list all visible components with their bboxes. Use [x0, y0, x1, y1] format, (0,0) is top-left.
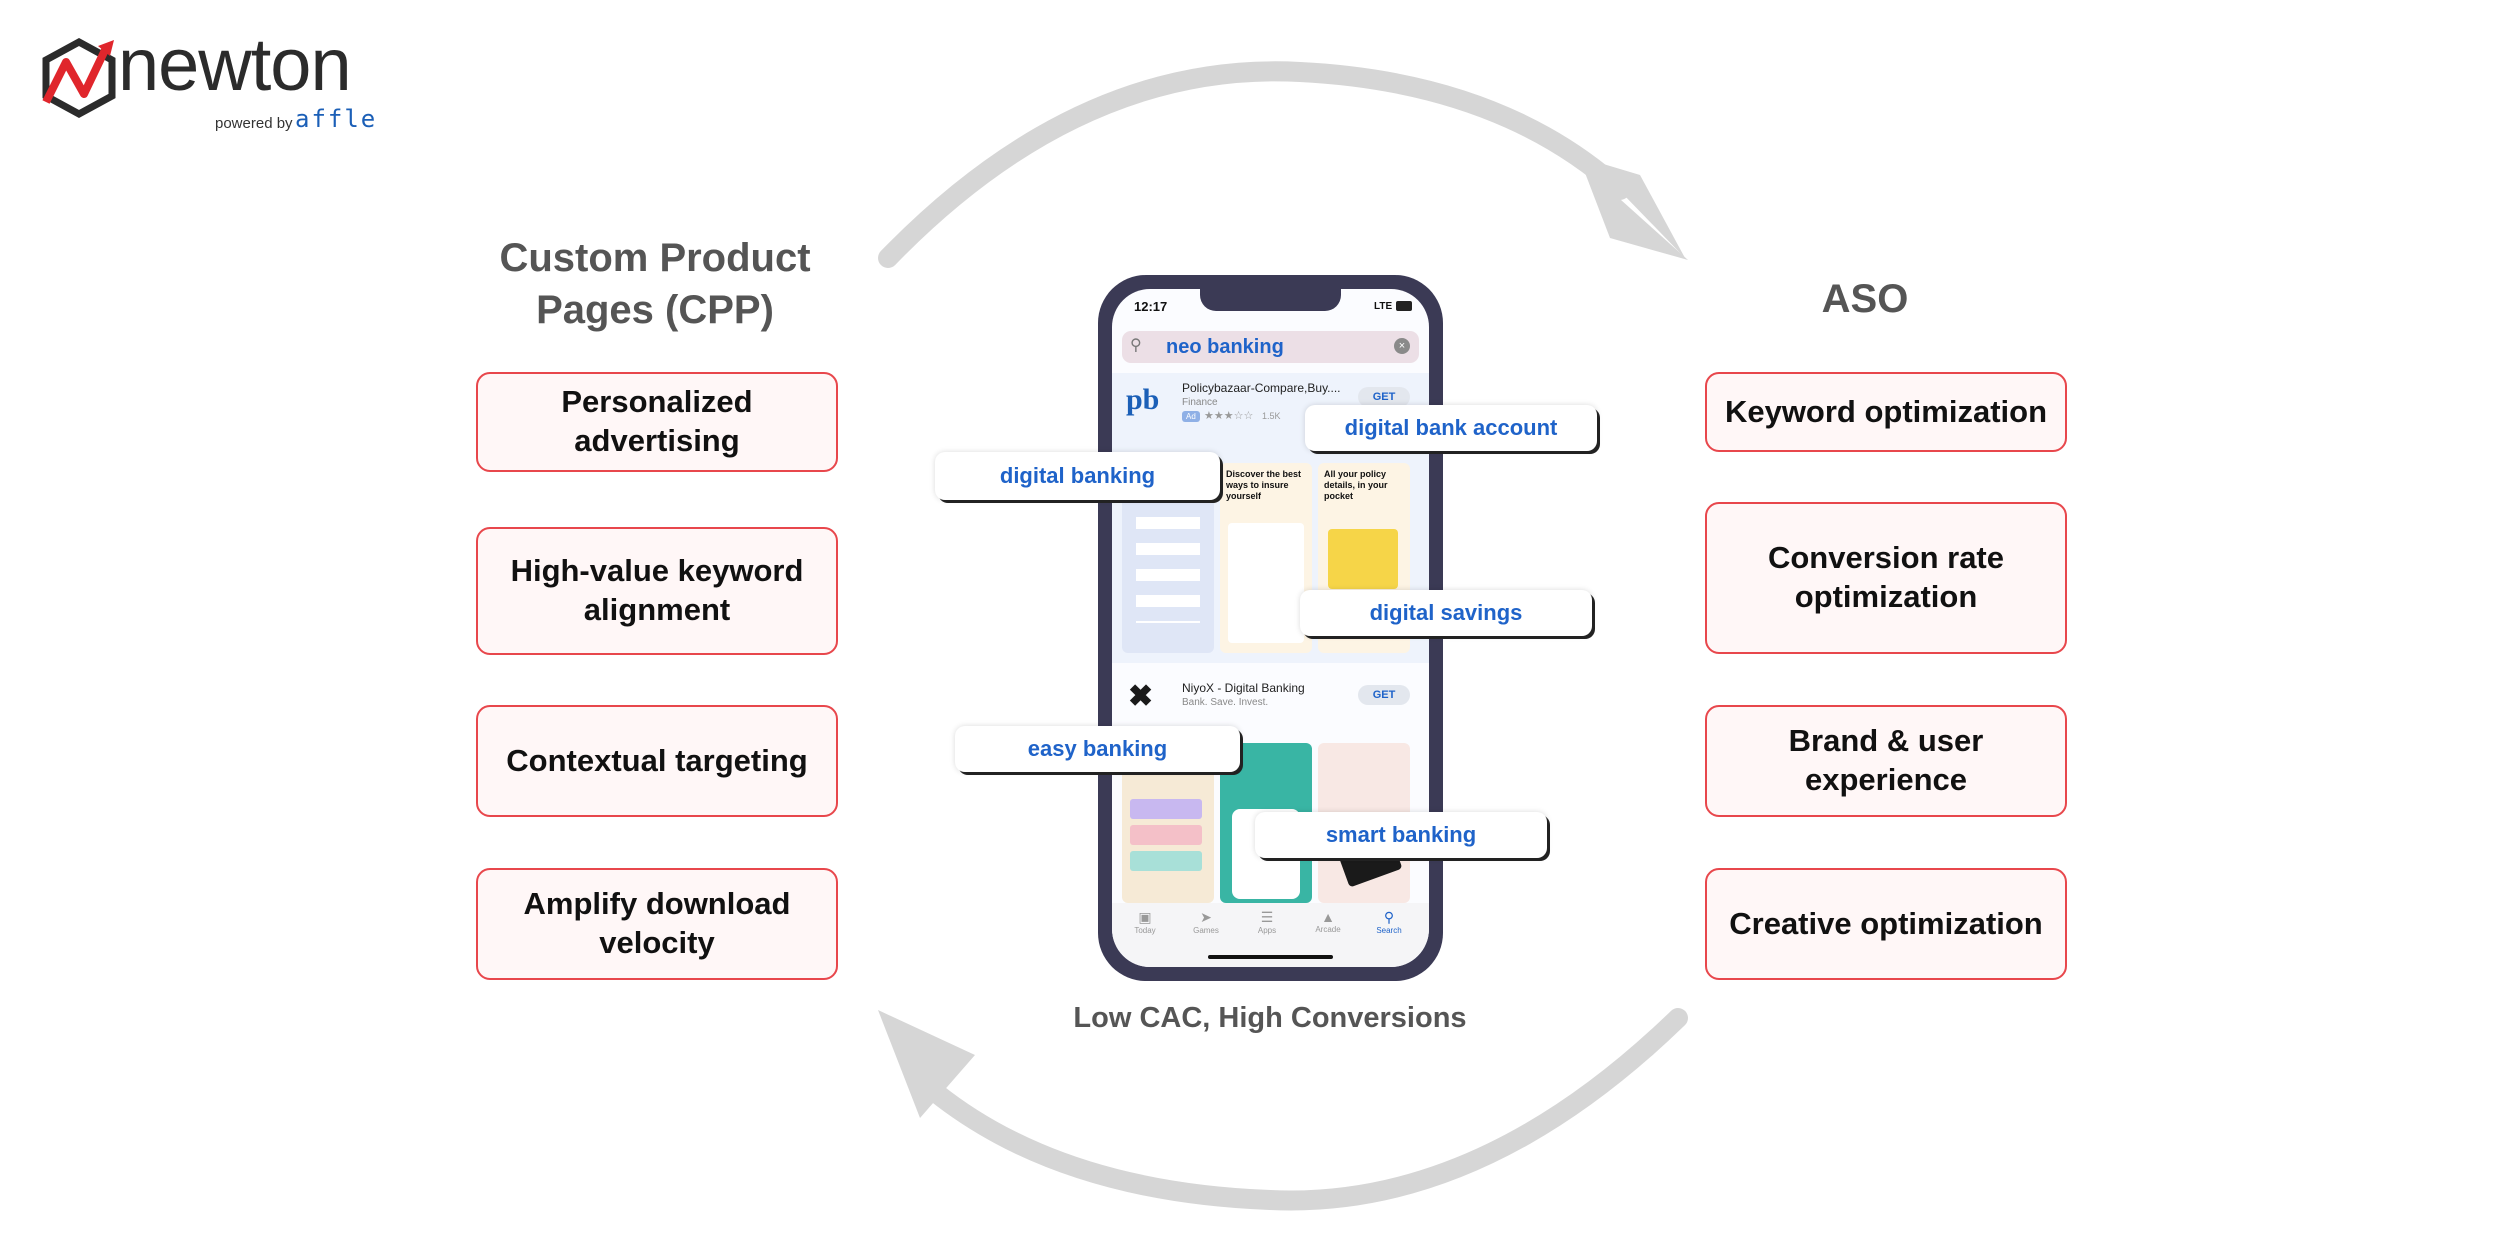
cpp-item-contextual-targeting: Contextual targeting	[476, 705, 838, 817]
bottom-arrow-head	[878, 1010, 975, 1118]
rating-stars: ★★★☆☆	[1204, 410, 1254, 422]
niyox-logo-icon: ✖	[1128, 680, 1154, 713]
keyword-tag-smart-banking: smart banking	[1255, 812, 1547, 858]
get-button[interactable]: GET	[1358, 387, 1410, 407]
newton-logo: newton powered by affle	[0, 0, 400, 150]
logo-wordmark: newton	[118, 23, 352, 106]
bottom-arrow-arc	[925, 1008, 1688, 1211]
app-category: Finance	[1182, 397, 1218, 408]
tab-games[interactable]: ➤ Games	[1181, 909, 1231, 935]
top-arrow-head	[1590, 160, 1685, 258]
app-name: NiyoX - Digital Banking	[1182, 681, 1305, 695]
app-subtitle: Bank. Save. Invest.	[1182, 697, 1269, 708]
search-query: neo banking	[1166, 336, 1284, 358]
tab-bar: ▣ Today ➤ Games ☰ Apps ▲ Arcade ⚲ Search	[1112, 903, 1429, 967]
app-screenshot: Discover the best ways to insure yoursel…	[1220, 463, 1312, 653]
status-network: LTE	[1374, 301, 1393, 312]
cpp-item-keyword-alignment: High-value keyword alignment	[476, 527, 838, 655]
clear-search-icon[interactable]: ×	[1394, 338, 1410, 354]
app-name: Policybazaar-Compare,Buy....	[1182, 381, 1341, 395]
rating-count: 1.5K	[1262, 411, 1281, 421]
app-result-niyox[interactable]: ✖ NiyoX - Digital Banking Bank. Save. In…	[1112, 673, 1429, 903]
cpp-item-download-velocity: Amplify download velocity	[476, 868, 838, 980]
phone-notch	[1200, 289, 1341, 311]
keyword-tag-digital-savings: digital savings	[1300, 590, 1592, 636]
layers-icon: ☰	[1260, 909, 1274, 925]
center-caption: Low CAC, High Conversions	[1073, 1002, 1467, 1034]
keyword-tag-digital-bank-account: digital bank account	[1305, 405, 1597, 451]
search-bar[interactable]: ⚲ neo banking ×	[1122, 331, 1419, 363]
newton-logo-icon	[42, 38, 116, 118]
policybazaar-logo-icon: pb	[1126, 383, 1160, 416]
today-icon: ▣	[1138, 909, 1152, 925]
get-button[interactable]: GET	[1358, 685, 1410, 705]
keyword-tag-digital-banking: digital banking	[935, 452, 1220, 500]
arcade-icon: ▲	[1321, 909, 1335, 925]
search-icon: ⚲	[1130, 337, 1142, 354]
rocket-icon: ➤	[1200, 909, 1212, 925]
keyword-tag-easy-banking: easy banking	[955, 726, 1240, 772]
battery-icon	[1396, 301, 1412, 311]
aso-item-creative-optimization: Creative optimization	[1705, 868, 2067, 980]
cpp-section-title: Custom Product Pages (CPP)	[499, 236, 811, 332]
aso-item-brand-experience: Brand & user experience	[1705, 705, 2067, 817]
tab-arcade[interactable]: ▲ Arcade	[1303, 909, 1353, 934]
aso-section-title: ASO	[1821, 277, 1909, 321]
tab-today[interactable]: ▣ Today	[1120, 909, 1170, 935]
tab-apps[interactable]: ☰ Apps	[1242, 909, 1292, 935]
tab-search[interactable]: ⚲ Search	[1364, 909, 1414, 935]
aso-item-conversion-rate: Conversion rate optimization	[1705, 502, 2067, 654]
affle-logo: affle	[295, 105, 378, 133]
cpp-item-personalized-advertising: Personalized advertising	[476, 372, 838, 472]
aso-item-keyword-optimization: Keyword optimization	[1705, 372, 2067, 452]
top-arrow-arc	[878, 61, 1630, 268]
search-icon: ⚲	[1383, 909, 1395, 925]
home-indicator	[1208, 955, 1333, 959]
status-time: 12:17	[1134, 299, 1168, 314]
ad-badge: Ad	[1182, 411, 1200, 422]
powered-by-label: powered by	[215, 115, 293, 132]
